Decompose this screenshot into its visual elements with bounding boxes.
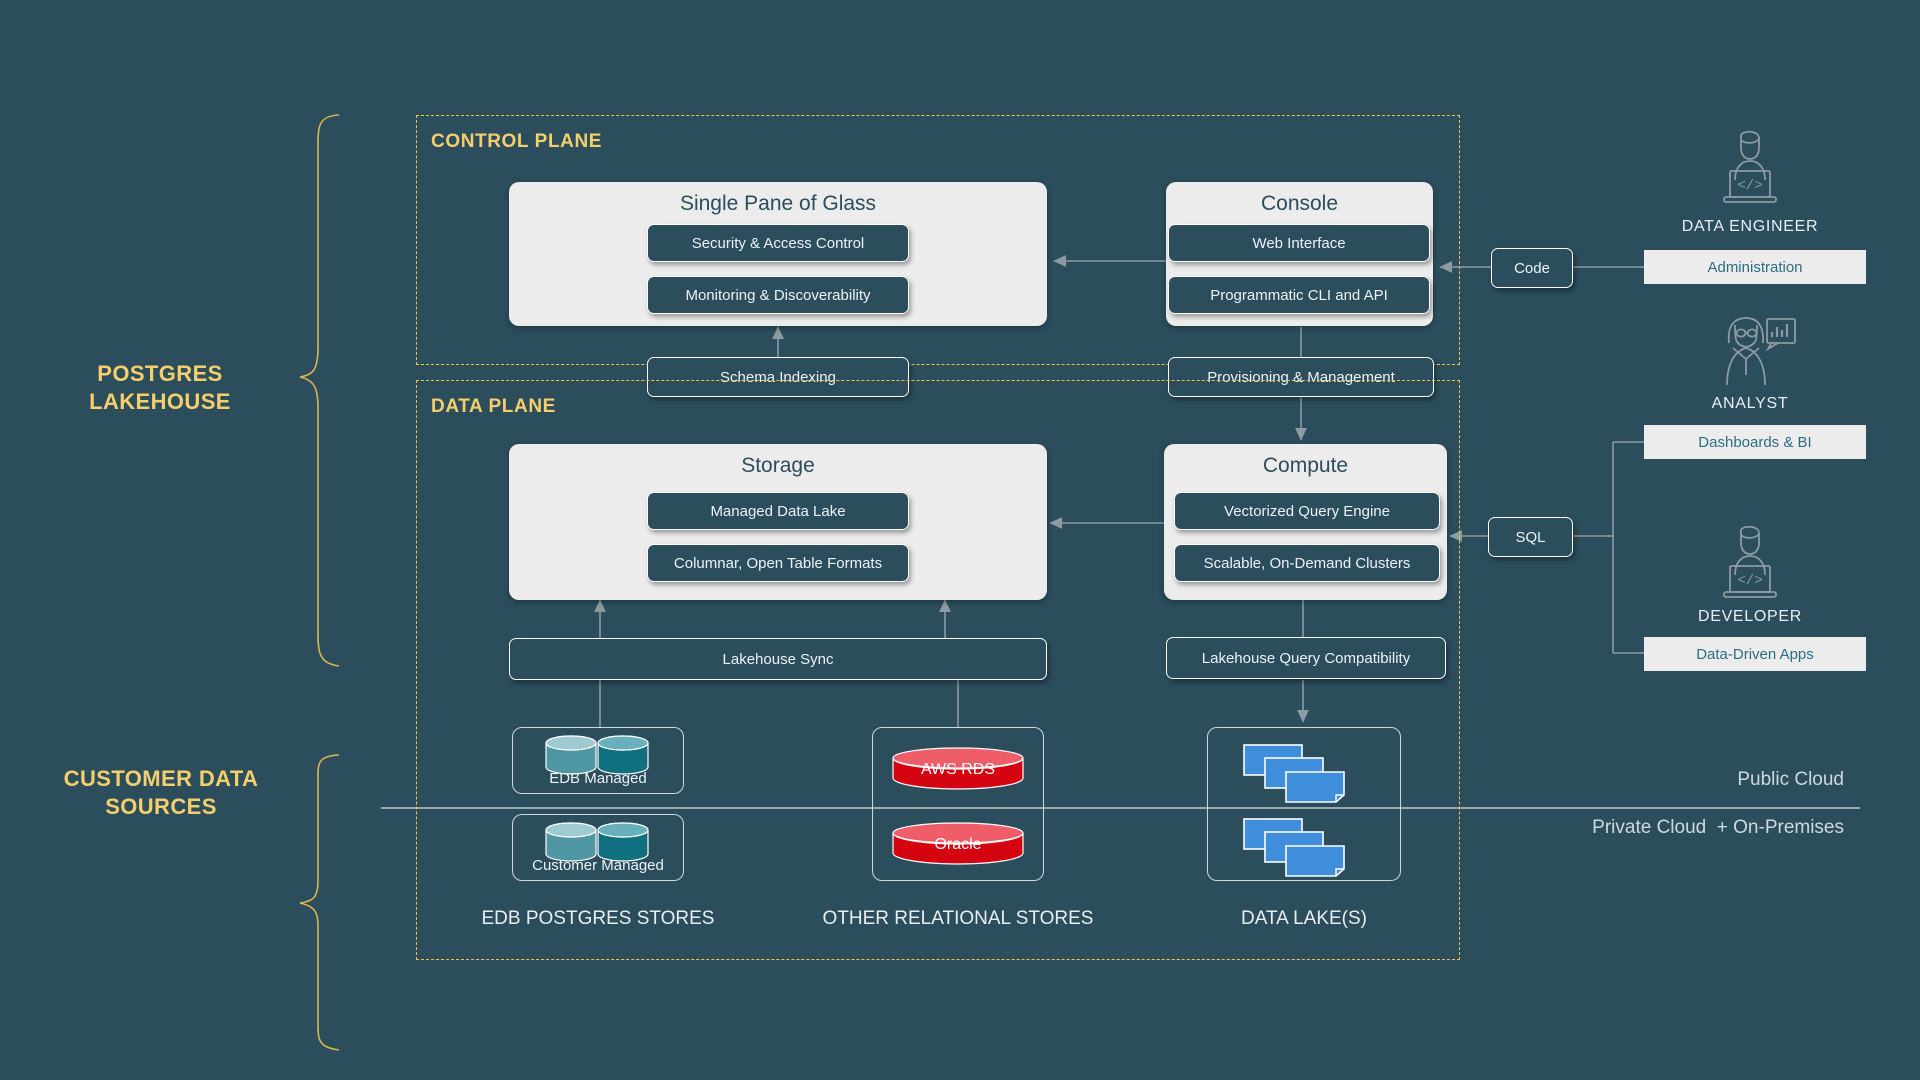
source-box-edb-managed[interactable]: EDB Managed xyxy=(512,727,684,794)
chip-scalable-on-demand-clusters[interactable]: Scalable, On-Demand Clusters xyxy=(1174,544,1440,582)
group-caption-edb-postgres-stores: EDB POSTGRES STORES xyxy=(481,908,715,929)
chip-managed-data-lake[interactable]: Managed Data Lake xyxy=(647,492,909,530)
red-cylinder-oracle: Oracle xyxy=(888,822,1028,871)
chip-schema-indexing[interactable]: Schema Indexing xyxy=(647,357,909,397)
chip-lakehouse-sync[interactable]: Lakehouse Sync xyxy=(509,638,1047,680)
group-caption-other-relational-stores: OTHER RELATIONAL STORES xyxy=(822,908,1094,929)
persona-label-analyst: ANALYST xyxy=(1711,395,1789,412)
brace-label-line-2: SOURCES xyxy=(105,793,217,819)
chip-programmatic-cli-api[interactable]: Programmatic CLI and API xyxy=(1168,276,1430,314)
red-cylinder-label: AWS RDS xyxy=(921,761,995,778)
label-private-cloud-onprem: Private Cloud + On-Premises xyxy=(1592,817,1844,838)
brace-postgres-lakehouse xyxy=(299,114,340,667)
badge-dashboards-bi[interactable]: Dashboards & BI xyxy=(1644,425,1866,459)
chip-monitoring-discoverability[interactable]: Monitoring & Discoverability xyxy=(647,276,909,314)
blue-file-stack-icon-bottom xyxy=(1243,818,1353,885)
brace-label-customer-data-sources: CUSTOMER DATA SOURCES xyxy=(30,765,292,820)
badge-data-driven-apps[interactable]: Data-Driven Apps xyxy=(1644,637,1866,671)
persona-label-data-engineer: DATA ENGINEER xyxy=(1681,218,1819,235)
red-cylinder-label: Oracle xyxy=(934,836,981,853)
two-teal-cylinders-icon xyxy=(545,735,649,775)
person-laptop-code-icon: </> xyxy=(1705,523,1795,606)
source-label-edb-managed: EDB Managed xyxy=(549,770,647,787)
storage-title: Storage xyxy=(741,454,815,477)
person-chart-bubble-icon xyxy=(1702,315,1798,396)
chip-web-interface[interactable]: Web Interface xyxy=(1168,224,1430,262)
brace-label-line-2: LAKEHOUSE xyxy=(89,388,231,414)
two-teal-cylinders-icon xyxy=(545,822,649,862)
label-public-cloud: Public Cloud xyxy=(1737,769,1844,790)
data-plane-title: DATA PLANE xyxy=(431,396,556,417)
chip-columnar-open-table-formats[interactable]: Columnar, Open Table Formats xyxy=(647,544,909,582)
control-plane-container xyxy=(416,115,1460,365)
svg-text:</>: </> xyxy=(1737,178,1762,194)
chip-sql[interactable]: SQL xyxy=(1488,517,1573,557)
badge-administration[interactable]: Administration xyxy=(1644,250,1866,284)
brace-label-line-1: CUSTOMER DATA xyxy=(63,766,259,791)
person-laptop-code-icon: </> xyxy=(1705,128,1795,211)
single-pane-of-glass-title: Single Pane of Glass xyxy=(679,192,877,215)
control-plane-title: CONTROL PLANE xyxy=(431,131,603,152)
persona-label-developer: DEVELOPER xyxy=(1697,608,1803,625)
chip-lakehouse-query-compatibility[interactable]: Lakehouse Query Compatibility xyxy=(1166,637,1446,679)
chip-provisioning-management[interactable]: Provisioning & Management xyxy=(1168,357,1434,397)
data-plane-container xyxy=(416,380,1460,960)
source-label-customer-managed: Customer Managed xyxy=(532,857,664,874)
compute-title: Compute xyxy=(1262,454,1349,477)
red-cylinder-aws-rds: AWS RDS xyxy=(888,747,1028,796)
source-box-data-lakes[interactable] xyxy=(1207,727,1401,881)
chip-security-access-control[interactable]: Security & Access Control xyxy=(647,224,909,262)
brace-label-line-1: POSTGRES xyxy=(97,361,223,386)
blue-file-stack-icon-top xyxy=(1243,744,1353,811)
console-title: Console xyxy=(1260,192,1339,215)
chip-vectorized-query-engine[interactable]: Vectorized Query Engine xyxy=(1174,492,1440,530)
brace-label-postgres-lakehouse: POSTGRES LAKEHOUSE xyxy=(40,360,280,415)
svg-text:</>: </> xyxy=(1737,573,1762,589)
source-box-other-relational[interactable] xyxy=(872,727,1044,881)
group-caption-data-lakes: DATA LAKE(S) xyxy=(1241,908,1367,929)
brace-customer-data-sources xyxy=(299,754,340,1051)
chip-code[interactable]: Code xyxy=(1491,248,1573,288)
source-box-customer-managed[interactable]: Customer Managed xyxy=(512,814,684,881)
